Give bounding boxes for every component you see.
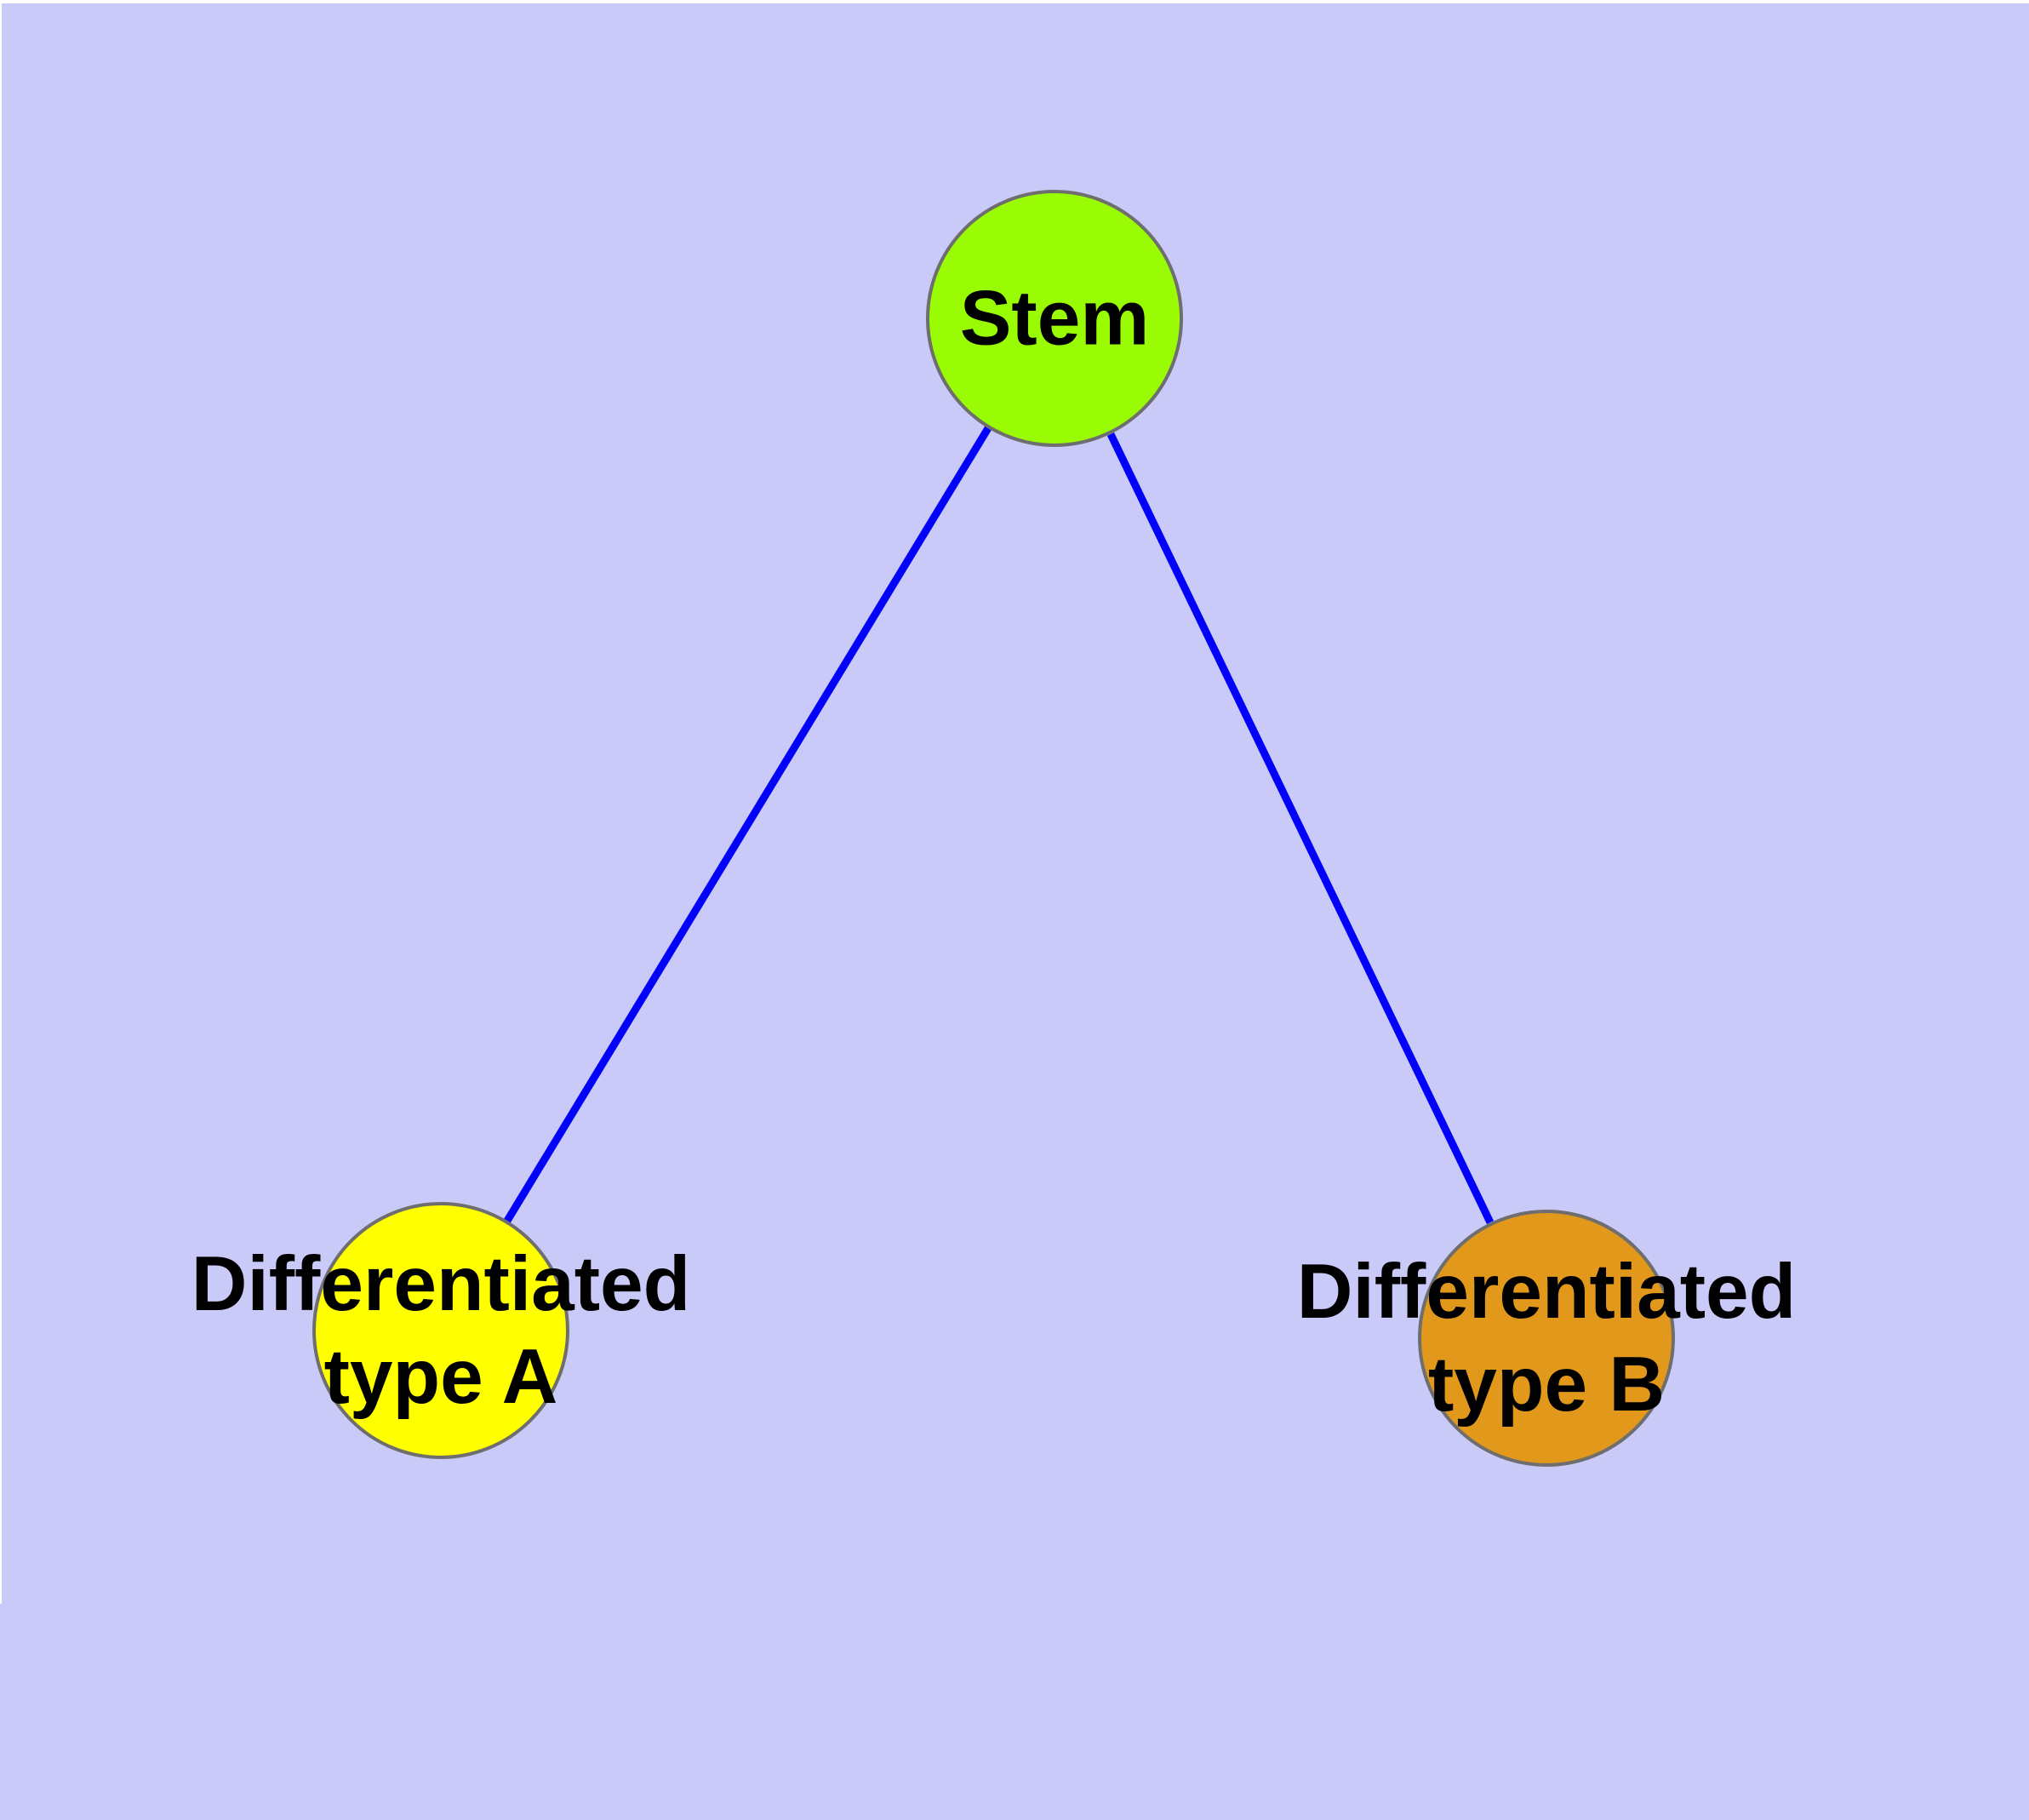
page-margin-sliver [0,3,2,1604]
edge-stem-type-a [504,426,992,1223]
node-type-b [1418,1210,1675,1467]
node-type-a [312,1202,569,1459]
edge-stem-type-b [1106,432,1495,1224]
node-stem [926,190,1183,447]
